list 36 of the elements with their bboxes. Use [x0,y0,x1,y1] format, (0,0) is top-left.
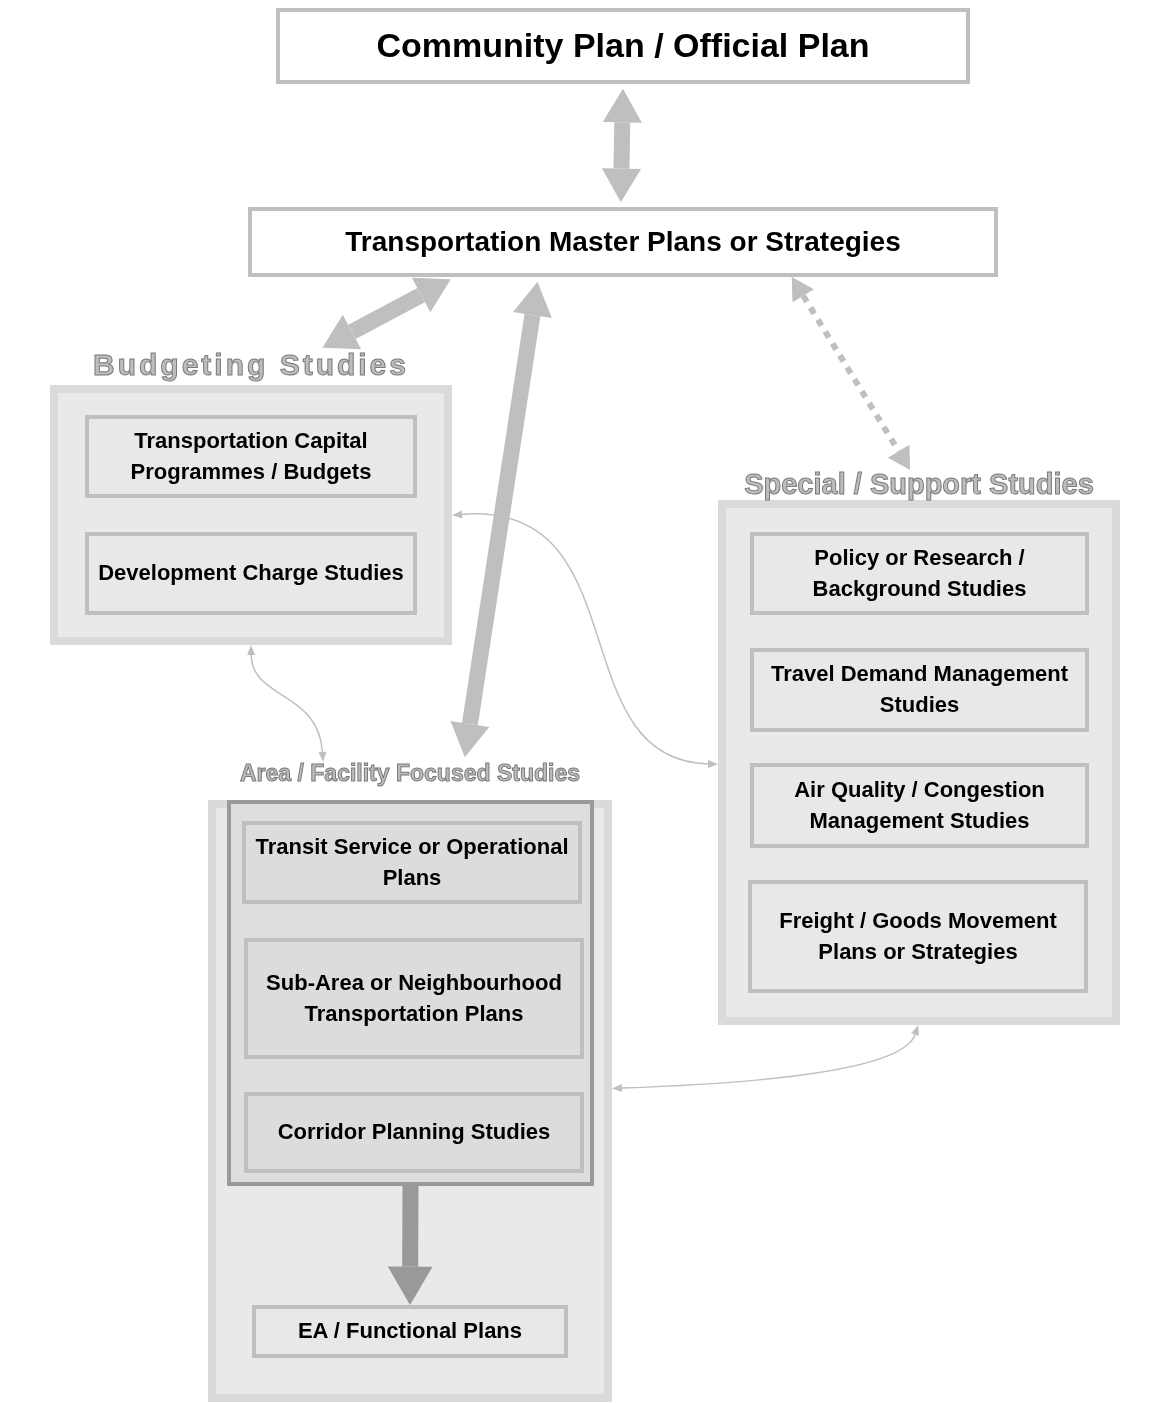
box-label: Community Plan / Official Plan [376,25,870,67]
process-box [85,532,417,615]
process-box [248,207,998,277]
group-heading: Budgeting Studies [93,350,409,380]
box-label: Travel Demand Management Studies [769,660,1070,719]
box-label: Transportation Capital Programmes / Budgets [129,426,373,486]
arrow [450,281,552,758]
box-label: Sub-Area or Neighbourhood Transportation Plans [265,968,563,1028]
process-box [85,415,417,498]
arrow [791,277,911,470]
group-frame [227,800,594,1186]
process-box [244,938,584,1059]
box-label: Corridor Planning Studies [277,1118,551,1147]
box-label: Transit Service or Operational Plans [254,832,570,892]
process-box [252,1305,568,1358]
arrow [322,277,451,350]
process-box [748,880,1088,993]
arrow [612,1025,921,1093]
box-label: Freight / Goods Movement Plans or Strategies [778,906,1058,966]
arrow [452,510,718,768]
arrow [387,1185,433,1305]
arrow [601,88,642,203]
process-box [276,8,970,84]
group-heading: Area / Facility Focused Studies [240,762,580,785]
process-box [244,1092,584,1173]
box-label: EA / Functional Plans [297,1317,523,1346]
box-label: Air Quality / Congestion Management Studies [793,775,1046,835]
process-box [242,821,582,904]
process-box [750,763,1089,848]
group-heading: Special / Support Studies [744,470,1094,499]
box-label: Transportation Master Plans or Strategies [345,225,901,260]
box-label: Development Charge Studies [98,559,404,588]
box-label: Policy or Research / Background Studies [811,543,1028,603]
process-box [750,648,1089,732]
process-box [750,532,1089,615]
arrow [247,645,327,762]
